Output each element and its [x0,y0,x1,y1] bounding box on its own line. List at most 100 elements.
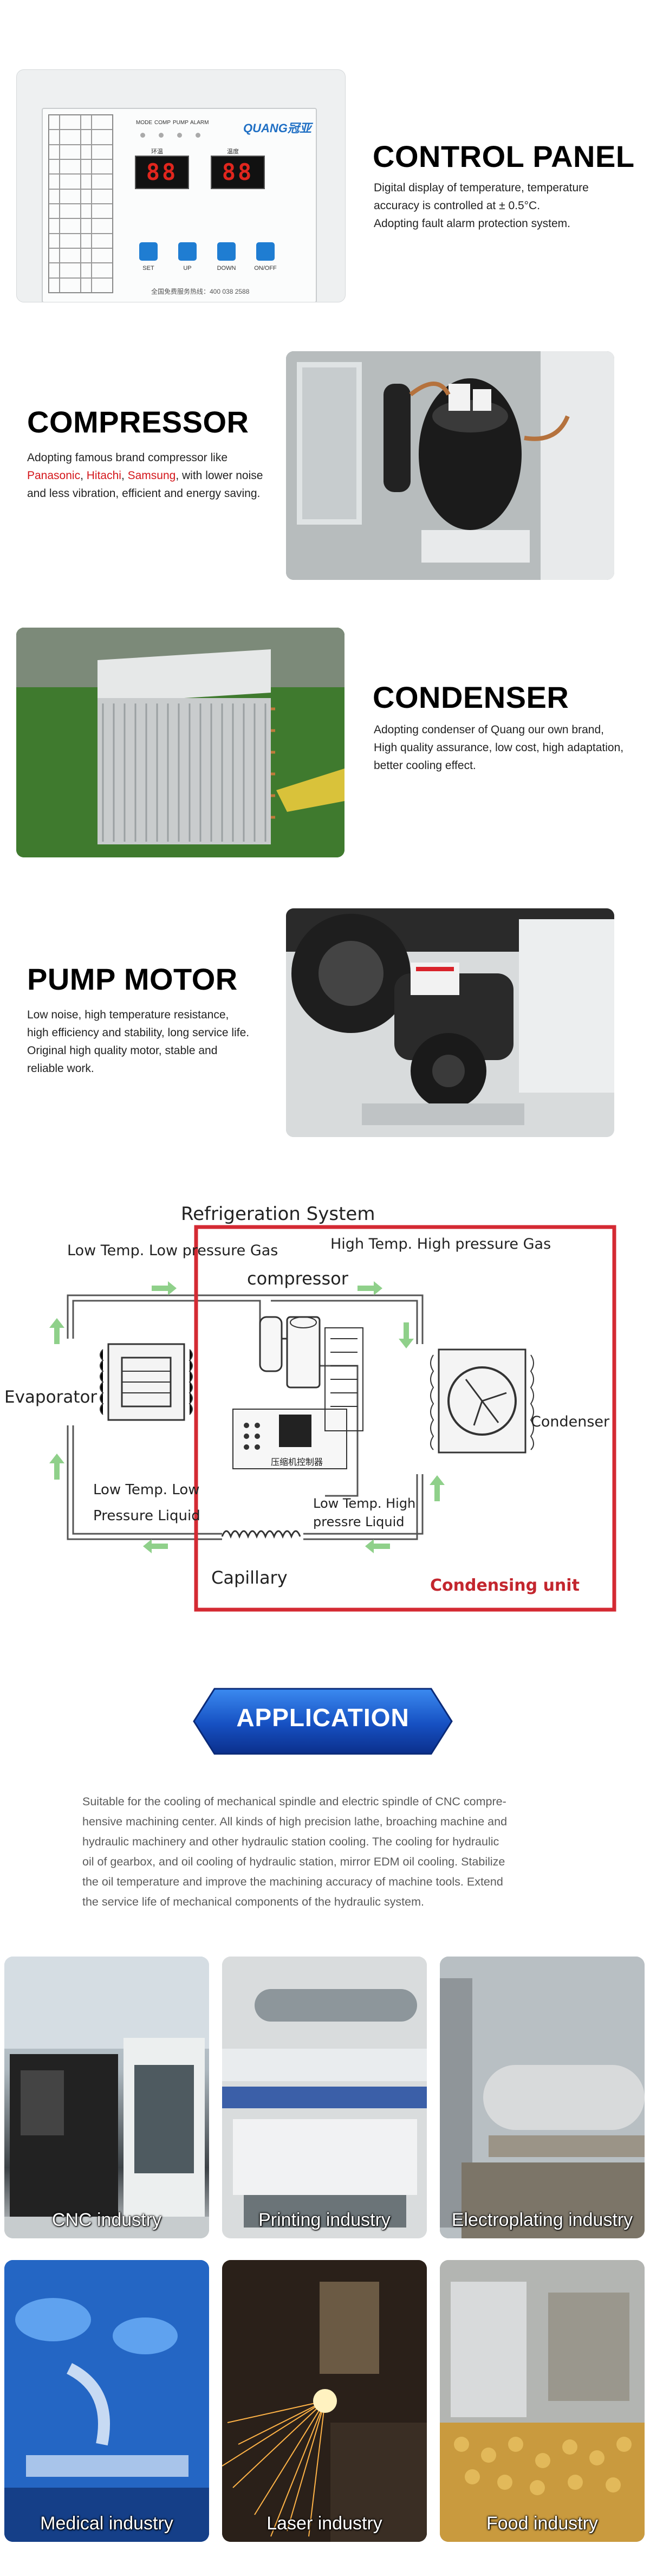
application-badge: APPLICATION [193,1682,453,1760]
condenser-illustration [16,628,344,857]
brand-samsung: Samsung [127,469,176,482]
desc-line: the oil temperature and improve the mach… [82,1875,503,1888]
industry-tile-medical[interactable]: Medical industry [4,2260,209,2542]
desc-line: reliable work. [27,1062,94,1075]
brand-hitachi: Hitachi [86,469,121,482]
industry-label-electroplating: Electroplating industry [451,2210,633,2230]
arrow-up-icon [49,1454,64,1480]
industry-label-cnc: CNC industry [51,2210,162,2230]
laser-cutting-illustration [222,2260,427,2542]
condensing-unit-box [194,1225,616,1612]
arrow-down-icon [399,1322,414,1348]
low-pressure-liquid-label-2: Pressure Liquid [93,1508,200,1524]
desc-line: Adopting fault alarm protection system. [374,217,571,230]
condensing-unit-label: Condensing unit [430,1576,580,1595]
desc-line: Digital display of temperature, temperat… [374,182,589,194]
high-pressure-liquid-label-1: Low Temp. High [313,1496,416,1511]
application-badge-shape [193,1688,453,1755]
pump-motor-description: Low noise, high temperature resistance, … [27,1006,249,1077]
parameter-table [48,114,113,293]
led-label-comp: COMP [154,120,171,126]
desc-line: and less vibration, efficient and energy… [27,487,261,500]
industry-label-printing: Printing industry [258,2210,391,2230]
condenser-title: CONDENSER [373,680,569,714]
desc-line: hydraulic machinery and other hydraulic … [82,1835,499,1848]
arrow-up-icon [49,1318,64,1344]
condenser-label: Condenser [531,1413,610,1430]
arrow-right-icon [152,1281,177,1295]
condenser-icon [430,1348,534,1454]
onoff-button[interactable] [256,242,275,261]
industry-label-food: Food industry [486,2513,598,2534]
display-right-label: 温度 [227,149,239,155]
compressor-description: Adopting famous brand compressor like Pa… [27,449,263,502]
capillary-coil-icon [221,1530,301,1539]
comp-led-icon [159,133,164,138]
desc-line: Adopting famous brand compressor like [27,451,228,464]
service-hotline: 全国免费服务热线：400 038 2588 [151,288,250,295]
diagram-title: Refrigeration System [181,1203,375,1225]
desc-text: , with lower noise [176,469,263,482]
industry-tile-food[interactable]: Food industry [440,2260,645,2542]
set-button-label: SET [142,265,154,272]
arrow-left-icon [365,1539,390,1553]
industry-tile-laser[interactable]: Laser industry [222,2260,427,2542]
high-pressure-liquid-label-2: pressre Liquid [313,1514,405,1529]
water-temp-display: 88 [211,156,265,189]
up-button-label: UP [183,265,192,272]
desc-line: Suitable for the cooling of mechanical s… [82,1795,506,1808]
industry-label-medical: Medical industry [40,2513,173,2534]
display-left-label: 环温 [151,149,163,155]
evaporator-icon [100,1343,193,1421]
compressor-illustration [286,351,614,580]
compressor-photo [286,351,614,580]
mode-led-icon [140,133,145,138]
led-label-pump: PUMP [173,120,188,126]
control-panel-description: Digital display of temperature, temperat… [374,179,589,233]
controller-board-icon [232,1327,363,1469]
down-button-label: DOWN [217,265,236,272]
arrow-up-icon [430,1475,445,1501]
refrigeration-system-diagram: Refrigeration System Low Temp. Low press… [0,1192,650,1648]
down-button[interactable] [217,242,236,261]
desc-line: accuracy is controlled at ± 0.5°C. [374,199,541,212]
control-panel-title: CONTROL PANEL [373,139,635,173]
desc-line: better cooling effect. [374,759,476,772]
compressor-title: COMPRESSOR [27,405,249,439]
refrigeration-diagram-svg [49,1225,616,1612]
pump-motor-title: PUMP MOTOR [27,962,238,996]
led-label-alarm: ALARM [190,120,209,126]
desc-line: the service life of mechanical component… [82,1895,424,1908]
desc-line: Low noise, high temperature resistance, [27,1009,229,1021]
industry-label-laser: Laser industry [266,2513,382,2534]
controller-label: 压缩机控制器 [271,1457,323,1467]
compressor-label: compressor [247,1268,348,1289]
industry-tile-electroplating[interactable]: Electroplating industry [440,1957,645,2238]
medical-room-illustration [4,2260,209,2542]
low-pressure-gas-label: Low Temp. Low pressure Gas [67,1242,278,1259]
application-badge-label: APPLICATION [236,1703,410,1732]
arrow-left-icon [143,1539,168,1553]
set-button[interactable] [139,242,158,261]
food-processing-illustration [440,2260,645,2542]
desc-line: high efficiency and stability, long serv… [27,1026,250,1039]
compressor-icon [259,1316,321,1389]
arrow-right-icon [358,1281,382,1295]
flow-arrows [49,1281,445,1553]
printing-machine-illustration [222,1957,427,2238]
evaporator-label: Evaporator [4,1387,98,1407]
pump-motor-illustration [286,908,614,1137]
onoff-button-label: ON/OFF [254,265,277,272]
desc-line: Panasonic, Hitachi, Samsung, with lower … [27,469,263,482]
condenser-description: Adopting condenser of Quang our own bran… [374,721,623,774]
led-label-mode: MODE [136,120,152,126]
up-button[interactable] [178,242,197,261]
desc-line: Original high quality motor, stable and [27,1044,218,1057]
high-pressure-gas-label: High Temp. High pressure Gas [330,1236,551,1253]
industry-tile-cnc[interactable]: CNC industry [4,1957,209,2238]
pump-led-icon [177,133,182,138]
desc-line: hensive machining center. All kinds of h… [82,1815,508,1828]
application-description: Suitable for the cooling of mechanical s… [82,1792,570,1912]
low-pressure-liquid-label-1: Low Temp. Low [93,1482,200,1498]
industry-tile-printing[interactable]: Printing industry [222,1957,427,2238]
